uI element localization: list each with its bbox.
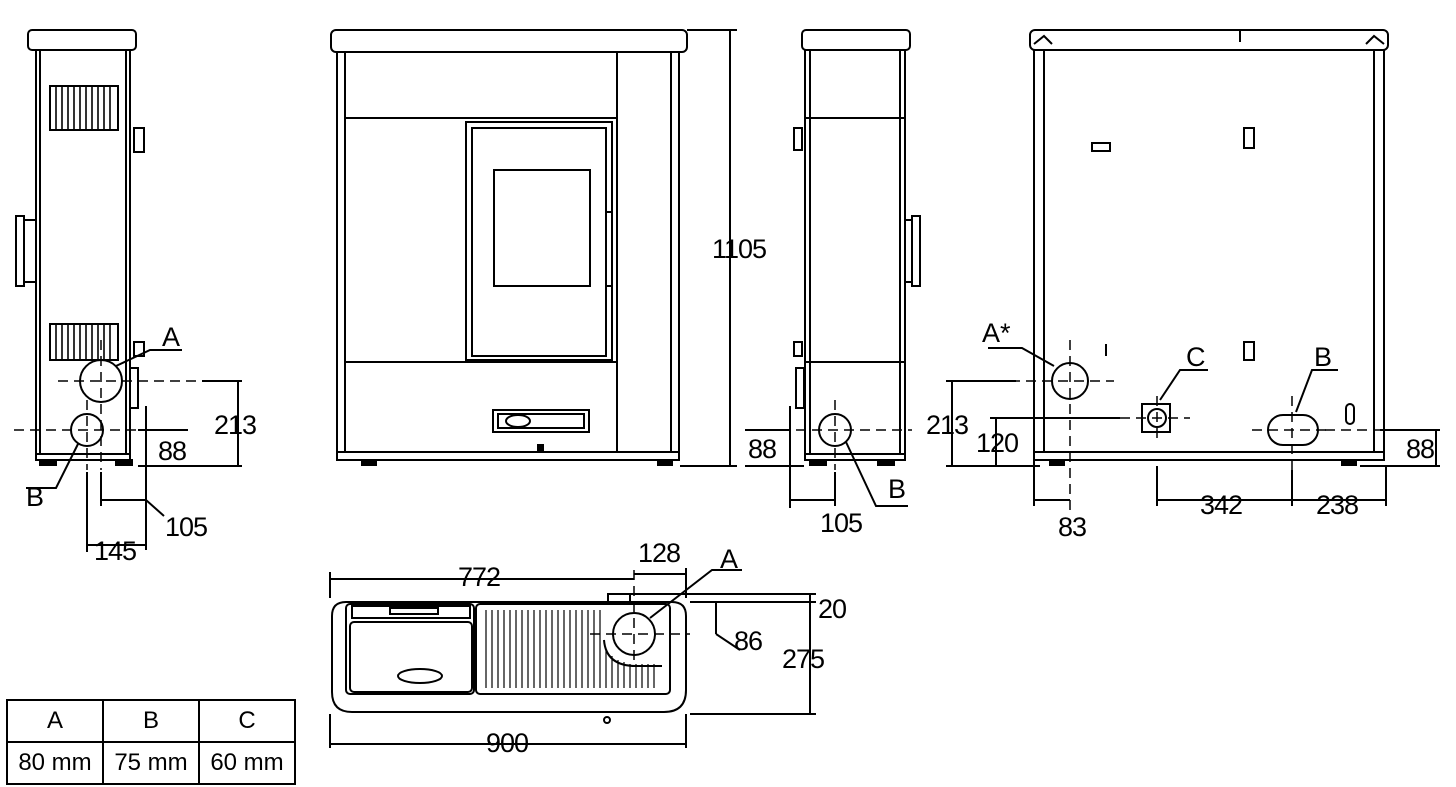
label-a-left: A <box>162 322 180 352</box>
legend-value-b: 75 mm <box>102 741 200 785</box>
dim-20-top: 20 <box>818 594 846 624</box>
legend-header-c: C <box>198 699 296 743</box>
dim-120-rear: 120 <box>976 428 1018 458</box>
dim-86-top: 86 <box>734 626 762 656</box>
label-c-rear: C <box>1186 342 1206 372</box>
dim-128-top: 128 <box>638 538 680 568</box>
dim-88-left: 88 <box>158 436 186 466</box>
dim-83-rear: 83 <box>1058 512 1086 542</box>
dim-88-rear: 88 <box>1406 434 1434 464</box>
legend-header-a: A <box>6 699 104 743</box>
dim-772-top: 772 <box>458 562 500 592</box>
right-side-view <box>745 29 921 508</box>
legend-value-a: 80 mm <box>6 741 104 785</box>
label-a-star: A* <box>982 318 1011 348</box>
front-view <box>330 29 737 467</box>
dim-275-top: 275 <box>782 644 824 674</box>
top-view <box>329 568 816 748</box>
label-b-mid: B <box>888 474 906 504</box>
dim-105-mid: 105 <box>820 508 862 538</box>
label-b-left: B <box>26 482 44 512</box>
dim-213-left: 213 <box>214 410 256 440</box>
rear-view <box>946 29 1440 510</box>
dim-145-left: 145 <box>94 536 136 566</box>
pipe-diameter-legend: A B C 80 mm 75 mm 60 mm <box>6 699 296 785</box>
left-side-view <box>14 29 242 552</box>
dim-1105: 1105 <box>712 234 766 264</box>
dim-105-left: 105 <box>165 512 207 542</box>
dim-88-mid: 88 <box>748 434 776 464</box>
dim-238-rear: 238 <box>1316 490 1358 520</box>
legend-header-b: B <box>102 699 200 743</box>
label-a-top: A <box>720 544 738 574</box>
dim-900-top: 900 <box>486 728 528 758</box>
legend-value-c: 60 mm <box>198 741 296 785</box>
dim-213-rear: 213 <box>926 410 968 440</box>
dim-342-rear: 342 <box>1200 490 1242 520</box>
label-b-rear: B <box>1314 342 1332 372</box>
